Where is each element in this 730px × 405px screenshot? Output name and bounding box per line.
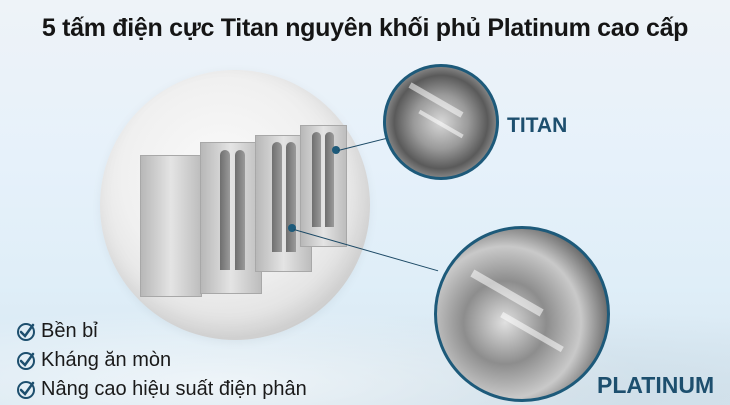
electrode-plate	[140, 155, 202, 297]
check-circle-icon	[17, 380, 35, 399]
platinum-image	[434, 226, 610, 402]
electrode-slot	[220, 150, 230, 270]
electrode-bubble	[100, 70, 370, 340]
titan-label: TITAN	[507, 114, 568, 137]
electrode-slot	[235, 150, 245, 270]
feature-list: Bền bỉ Kháng ăn mòn Nâng cao hiệu suất đ…	[16, 317, 307, 404]
feature-label: Bền bỉ	[41, 320, 98, 342]
electrode-plate	[200, 142, 262, 294]
feature-label: Nâng cao hiệu suất điện phân	[41, 378, 307, 400]
check-circle-icon	[17, 351, 35, 370]
feature-label: Kháng ăn mòn	[41, 349, 172, 371]
electrode-slot	[286, 142, 296, 252]
check-circle-icon	[17, 322, 35, 341]
platinum-pointer-dot	[288, 224, 296, 232]
electrode-plate	[300, 125, 347, 247]
feature-item: Kháng ăn mòn	[16, 346, 307, 375]
electrode-slot	[272, 142, 282, 252]
platinum-label: PLATINUM	[597, 372, 715, 398]
electrode-slot	[325, 132, 334, 227]
titan-pointer-dot	[332, 146, 340, 154]
electrode-slot	[312, 132, 321, 227]
titan-image	[383, 64, 499, 180]
page-title: 5 tấm điện cực Titan nguyên khối phủ Pla…	[41, 14, 689, 42]
feature-item: Nâng cao hiệu suất điện phân	[16, 375, 307, 404]
feature-item: Bền bỉ	[16, 317, 307, 346]
